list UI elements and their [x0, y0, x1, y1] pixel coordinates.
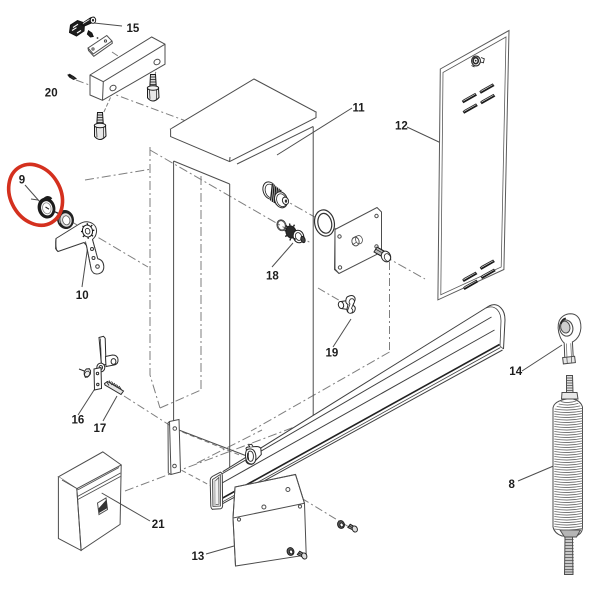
svg-text:20: 20 [45, 88, 58, 100]
svg-text:16: 16 [72, 415, 85, 427]
svg-text:18: 18 [266, 270, 279, 282]
svg-text:11: 11 [353, 103, 366, 115]
svg-text:13: 13 [192, 551, 205, 563]
svg-text:8: 8 [509, 479, 516, 491]
svg-text:12: 12 [395, 120, 408, 132]
svg-text:19: 19 [326, 348, 339, 360]
svg-text:21: 21 [152, 519, 165, 531]
svg-text:10: 10 [76, 290, 89, 302]
svg-text:15: 15 [127, 23, 140, 35]
svg-text:9: 9 [19, 175, 25, 187]
svg-text:14: 14 [509, 366, 522, 378]
svg-text:17: 17 [94, 423, 107, 435]
